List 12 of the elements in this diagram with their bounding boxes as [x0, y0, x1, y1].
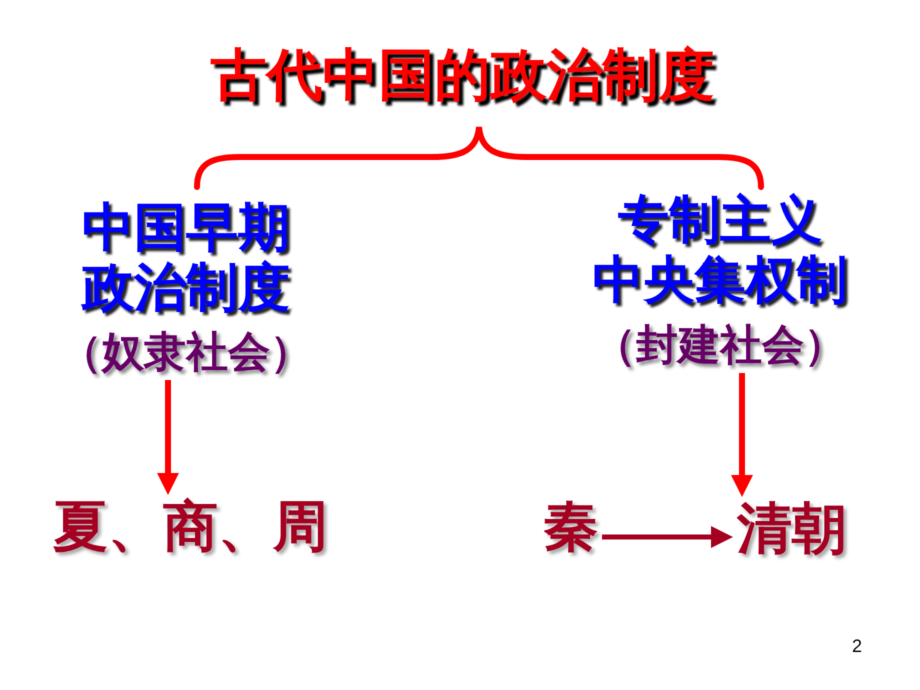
heading-text: 专制主义中央集权制 — [592, 191, 848, 311]
arrow — [731, 373, 753, 497]
subheading-text: （奴隶社会） — [60, 328, 312, 376]
label-text: 秦 — [543, 499, 598, 554]
page-number: 2 — [852, 637, 862, 655]
subheading-text: （封建社会） — [594, 321, 846, 369]
label-text: 清朝 — [737, 501, 847, 556]
heading-text: 中国早期政治制度 — [80, 198, 291, 318]
arrow — [602, 526, 733, 548]
label-text: 夏、商、周 — [53, 499, 328, 554]
title-text: 古代中国的政治制度 — [210, 44, 714, 108]
arrow — [157, 380, 179, 495]
